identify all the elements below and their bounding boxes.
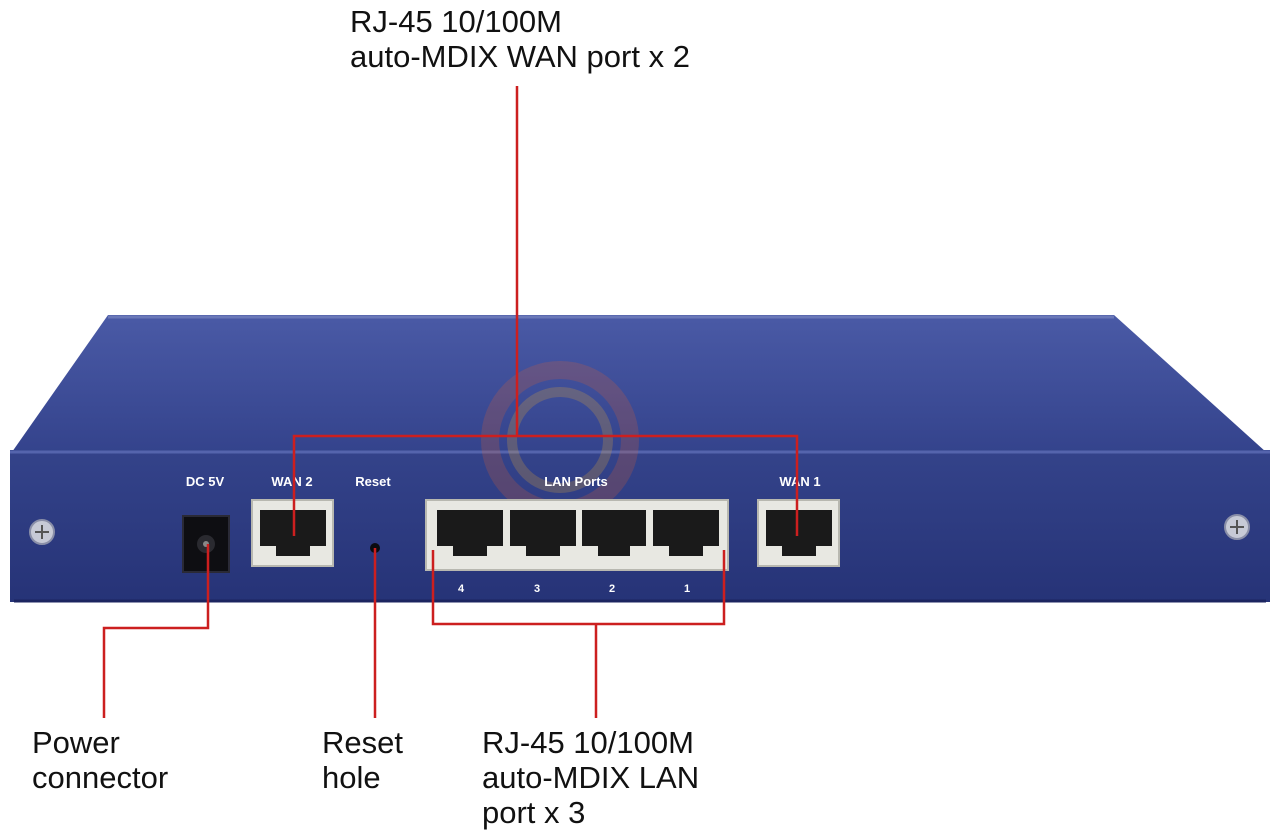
lan-bracket-line <box>431 550 726 626</box>
reset-callout-line-1: Reset <box>322 725 403 760</box>
wan1-port <box>757 499 840 567</box>
lan-callout-line-2: auto-MDIX LAN <box>482 760 700 795</box>
lan-port-number-2: 2 <box>609 583 615 595</box>
wan-port-callout: RJ-45 10/100M auto-MDIX WAN port x 2 <box>350 4 690 74</box>
device-top-surface <box>12 315 1266 452</box>
lan-port-number-3: 3 <box>534 583 540 595</box>
label-dc-5v: DC 5V <box>186 474 225 489</box>
lan-port-2 <box>582 510 646 556</box>
lan-port-1 <box>653 510 719 556</box>
power-callout-line-1: Power <box>32 725 120 760</box>
label-wan-2: WAN 2 <box>271 474 312 489</box>
lan-port-number-4: 4 <box>458 583 465 595</box>
power-callout-line-2: connector <box>32 760 169 795</box>
wan2-port <box>251 499 334 567</box>
wan-bracket-line <box>292 434 799 536</box>
power-jack <box>182 515 230 573</box>
lan-port-4 <box>437 510 503 556</box>
wan-callout-line-1: RJ-45 10/100M <box>350 4 562 39</box>
screw-left-icon <box>29 519 55 545</box>
power-connector-callout: Power connector <box>32 725 168 795</box>
lan-port-3 <box>510 510 576 556</box>
reset-callout-line-2: hole <box>322 760 381 795</box>
label-wan-1: WAN 1 <box>779 474 820 489</box>
lan-port-block <box>425 499 729 571</box>
wan-callout-line-2: auto-MDIX WAN port x 2 <box>350 39 690 74</box>
screw-right-icon <box>1224 514 1250 540</box>
lan-callout-line-1: RJ-45 10/100M <box>482 725 694 760</box>
label-reset: Reset <box>355 474 391 489</box>
lan-port-callout: RJ-45 10/100M auto-MDIX LAN port x 3 <box>482 725 699 830</box>
lan-callout-line-3: port x 3 <box>482 795 586 830</box>
power-leader-line <box>102 544 210 718</box>
reset-hole-callout: Reset hole <box>322 725 403 795</box>
leader-lines <box>102 86 799 718</box>
lan-port-number-1: 1 <box>684 583 690 595</box>
label-lan-ports: LAN Ports <box>544 474 608 489</box>
